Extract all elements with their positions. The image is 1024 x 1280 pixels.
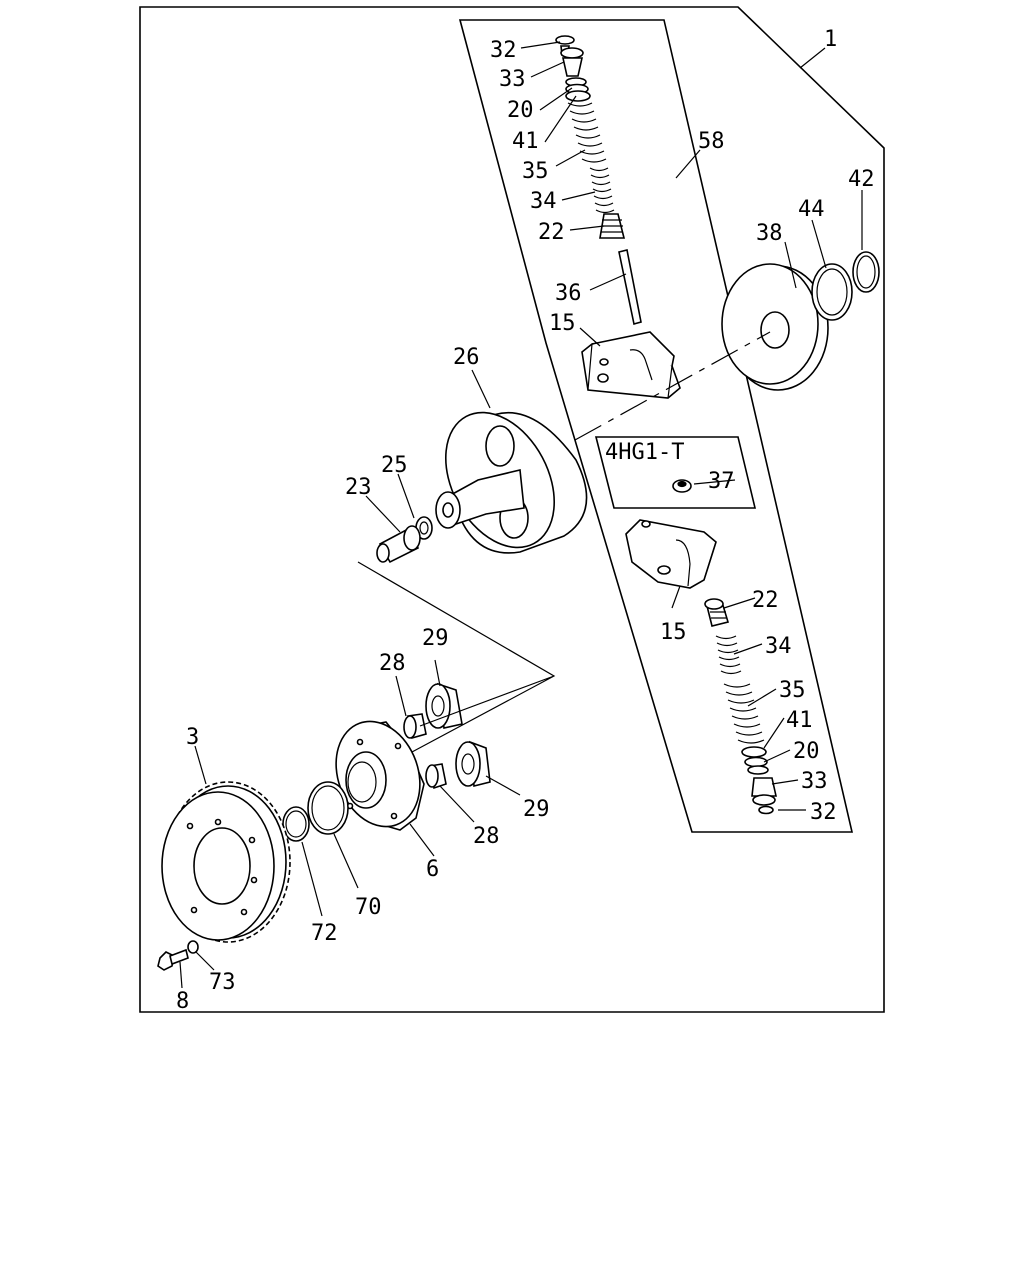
diagram-frame	[139, 6, 885, 1013]
callout-33: 33	[801, 769, 828, 794]
sleeve-28-upper	[403, 713, 427, 740]
pin-23	[376, 525, 421, 564]
callout-22: 22	[752, 588, 779, 613]
bolt-8	[157, 948, 189, 971]
callout-34: 34	[530, 189, 557, 214]
callout-28: 28	[473, 824, 500, 849]
hub-6	[335, 720, 425, 831]
callout-20: 20	[793, 739, 820, 764]
inset-label: 4HG1-T	[605, 440, 684, 465]
disc-38	[721, 263, 829, 391]
callout-36: 36	[555, 281, 582, 306]
callout-15: 15	[660, 620, 687, 645]
inset-box	[594, 436, 757, 509]
callout-33: 33	[499, 67, 526, 92]
drum-26	[435, 411, 588, 554]
callout-44: 44	[798, 197, 825, 222]
callout-3: 3	[186, 725, 199, 750]
callout-73: 73	[209, 970, 236, 995]
callout-26: 26	[453, 345, 480, 370]
callout-38: 38	[756, 221, 783, 246]
axis-line	[574, 331, 771, 441]
callout-15: 15	[549, 311, 576, 336]
callout-32: 32	[490, 38, 517, 63]
callout-70: 70	[355, 895, 382, 920]
callout-37: 37	[708, 469, 735, 494]
callout-58: 58	[698, 129, 725, 154]
connector-lines	[357, 561, 556, 753]
callout-8: 8	[176, 989, 189, 1014]
callout-25: 25	[381, 453, 408, 478]
gear-3	[161, 781, 291, 943]
callout-29: 29	[523, 797, 550, 822]
callout-1: 1	[824, 27, 837, 52]
callout-22: 22	[538, 220, 565, 245]
upper-spring-stack	[555, 35, 642, 326]
leader-lines	[179, 41, 863, 989]
washer-73	[187, 940, 199, 954]
callout-20: 20	[507, 98, 534, 123]
ring-70	[307, 781, 349, 835]
callout-29: 29	[422, 626, 449, 651]
callout-23: 23	[345, 475, 372, 500]
callout-32: 32	[810, 800, 837, 825]
callout-labels: 1 58 42 44 38 32 33 20 41 35 34 22 36 15…	[176, 27, 875, 1014]
callout-42: 42	[848, 167, 875, 192]
callout-34: 34	[765, 634, 792, 659]
callout-35: 35	[522, 159, 549, 184]
ring-44	[811, 263, 853, 321]
callout-28: 28	[379, 651, 406, 676]
callout-72: 72	[311, 921, 338, 946]
bushing-29-lower	[455, 740, 491, 788]
lower-spring-stack	[704, 598, 777, 815]
callout-35: 35	[779, 678, 806, 703]
callout-41: 41	[786, 708, 813, 733]
callout-41: 41	[512, 129, 539, 154]
callout-6: 6	[426, 857, 439, 882]
lower-bracket-15	[625, 519, 717, 589]
sleeve-28-lower	[425, 763, 447, 790]
upper-bracket-15	[581, 331, 681, 399]
subassembly-outline	[458, 19, 854, 833]
